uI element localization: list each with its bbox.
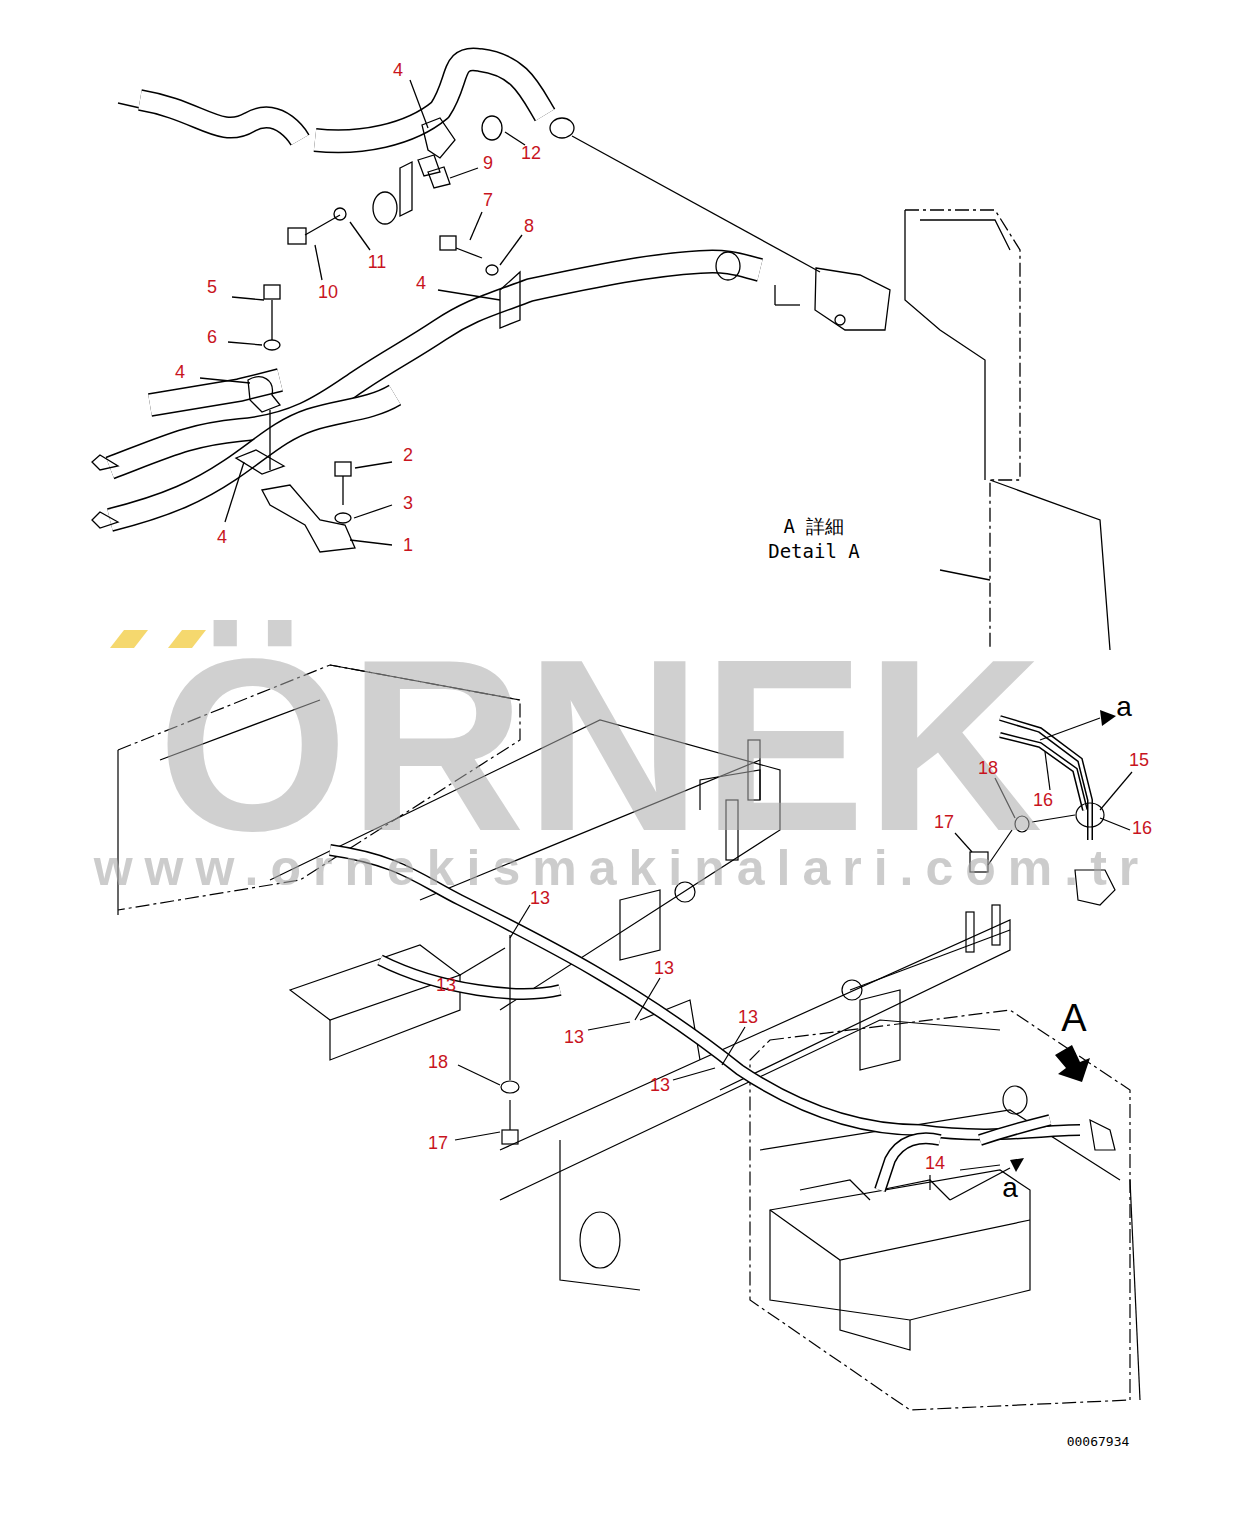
- callout-number: 13: [436, 976, 456, 994]
- view-arrow-letter: a: [1002, 1174, 1018, 1202]
- callout-number: 8: [524, 217, 534, 235]
- callout-number: 17: [428, 1134, 448, 1152]
- callout-number: 3: [403, 494, 413, 512]
- view-arrow-letter: a: [1116, 693, 1132, 721]
- callout-number: 13: [650, 1076, 670, 1094]
- view-arrow-letter: A: [1061, 999, 1086, 1037]
- callout-number: 5: [207, 278, 217, 296]
- drawing-number: 00067934: [1067, 1435, 1130, 1448]
- callout-number: 18: [428, 1053, 448, 1071]
- callout-number: 14: [925, 1154, 945, 1172]
- callout-number: 12: [521, 144, 541, 162]
- callout-number: 4: [175, 363, 185, 381]
- callout-number: 9: [483, 154, 493, 172]
- callout-number: 13: [530, 889, 550, 907]
- callout-number: 17: [934, 813, 954, 831]
- callout-number: 2: [403, 446, 413, 464]
- callout-number: 6: [207, 328, 217, 346]
- callout-number: 13: [564, 1028, 584, 1046]
- detail-title: A 詳細: [784, 517, 845, 536]
- callout-number: 4: [416, 274, 426, 292]
- callout-number: 11: [368, 253, 387, 271]
- callout-number: 4: [217, 528, 227, 546]
- detail-title: Detail A: [768, 542, 860, 561]
- callout-number: 13: [738, 1008, 758, 1026]
- callout-number: 16: [1132, 819, 1152, 837]
- callout-number: 1: [403, 536, 413, 554]
- callout-number: 15: [1129, 751, 1149, 769]
- callout-number: 7: [483, 191, 493, 209]
- callout-number: 18: [978, 759, 998, 777]
- callout-number: 16: [1033, 791, 1053, 809]
- callout-number: 4: [393, 61, 403, 79]
- callout-number: 13: [654, 959, 674, 977]
- watermark: www.ornekismakinalari.com.tr: [94, 843, 1151, 893]
- watermark: ÖRNEK: [158, 623, 1043, 868]
- callout-number: 10: [318, 283, 338, 301]
